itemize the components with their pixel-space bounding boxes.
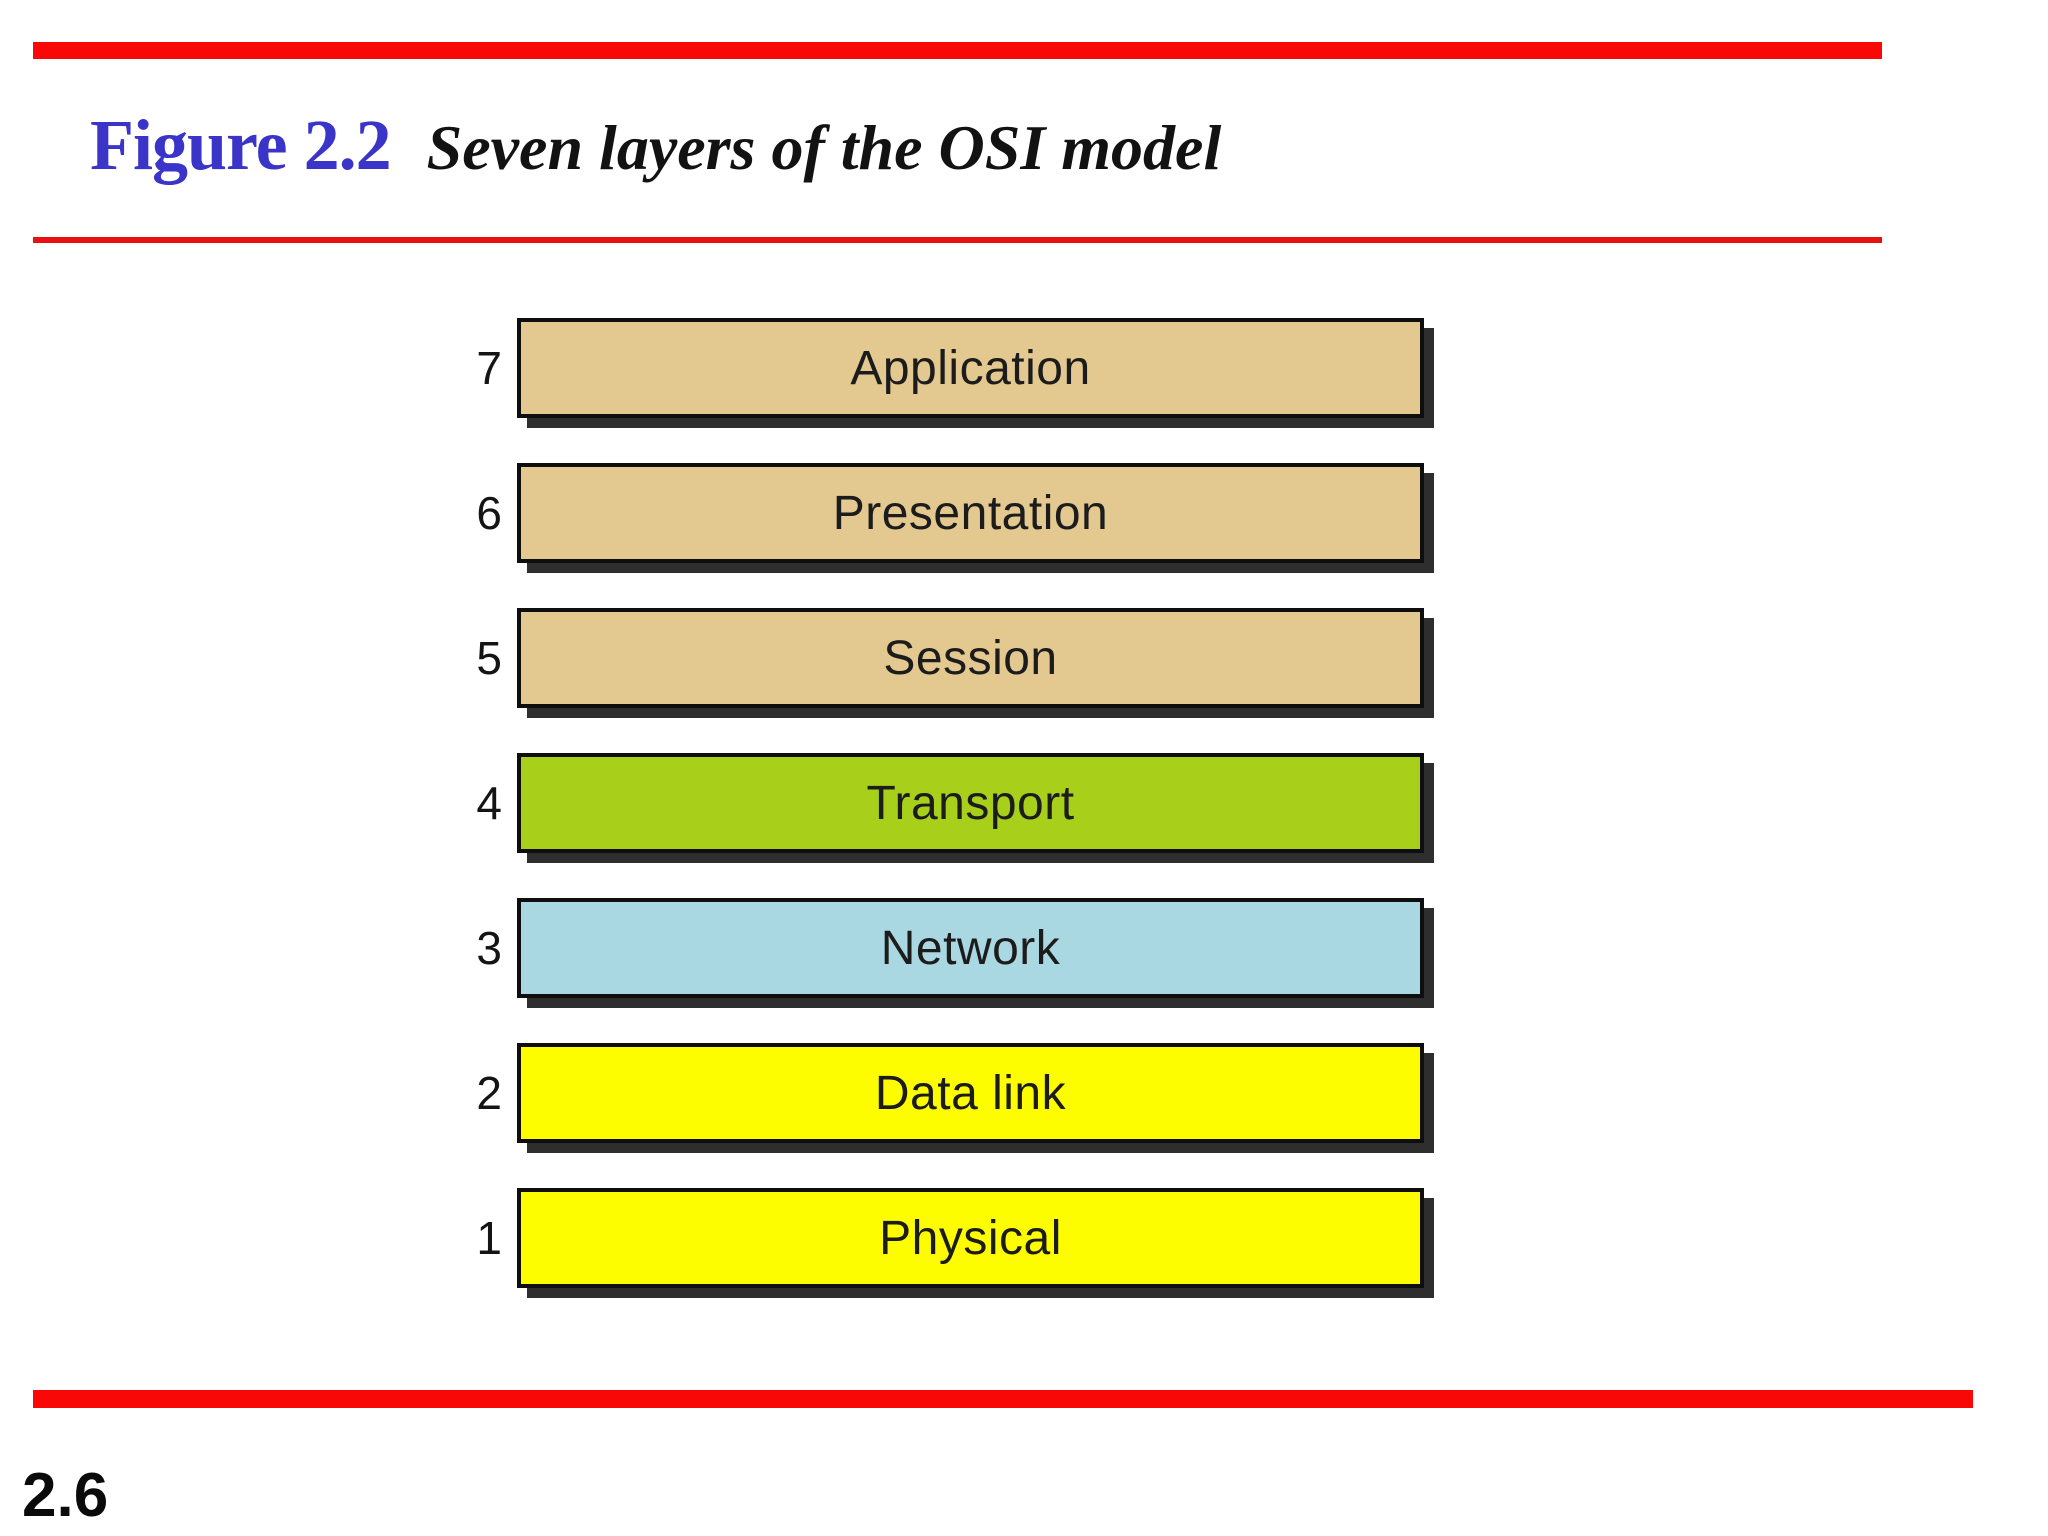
figure-label: Figure 2.2 <box>90 105 392 185</box>
layer-label: Session <box>883 631 1058 685</box>
layer-row: 5 Session <box>0 608 2048 708</box>
layer-bar-physical: Physical <box>517 1188 1424 1288</box>
layer-bar-presentation: Presentation <box>517 463 1424 563</box>
layer-row: 6 Presentation <box>0 463 2048 563</box>
layer-row: 4 Transport <box>0 753 2048 853</box>
layer-row: 3 Network <box>0 898 2048 998</box>
layer-bar-session: Session <box>517 608 1424 708</box>
layer-row: 1 Physical <box>0 1188 2048 1288</box>
title-rule <box>33 237 1882 243</box>
layer-number: 5 <box>476 632 502 684</box>
layer-bar-data-link: Data link <box>517 1043 1424 1143</box>
layer-bar-application: Application <box>517 318 1424 418</box>
layer-number: 2 <box>476 1067 502 1119</box>
layer-label: Presentation <box>832 486 1109 540</box>
layer-number: 4 <box>476 777 502 829</box>
layer-label: Data link <box>874 1066 1067 1120</box>
layer-bar-network: Network <box>517 898 1424 998</box>
layer-bar-transport: Transport <box>517 753 1424 853</box>
layer-label: Transport <box>866 776 1075 830</box>
layer-number: 1 <box>476 1212 502 1264</box>
layer-number: 6 <box>476 487 502 539</box>
bottom-rule <box>33 1390 1973 1408</box>
layer-number: 3 <box>476 922 502 974</box>
figure-caption: Figure 2.2 Seven layers of the OSI model <box>90 105 1222 185</box>
layer-label: Application <box>850 341 1091 395</box>
layer-label: Physical <box>879 1211 1062 1265</box>
layer-label: Network <box>880 921 1061 975</box>
layer-row: 7 Application <box>0 318 2048 418</box>
top-rule <box>33 42 1882 59</box>
figure-title: Seven layers of the OSI model <box>426 112 1222 183</box>
page-number: 2.6 <box>22 1461 109 1530</box>
layer-row: 2 Data link <box>0 1043 2048 1143</box>
layer-number: 7 <box>476 342 502 394</box>
